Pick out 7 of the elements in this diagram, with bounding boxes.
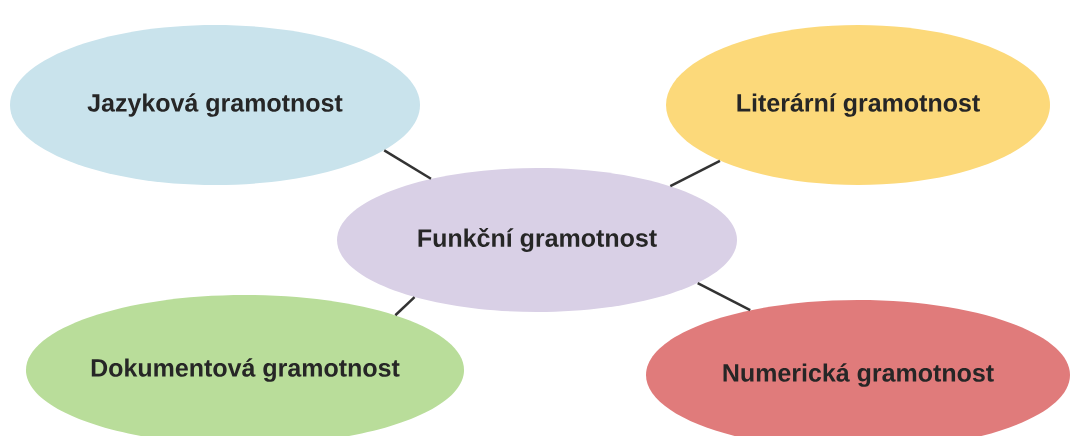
ellipse-node: Funkční gramotnost xyxy=(337,168,737,312)
ellipse-node: Literární gramotnost xyxy=(666,25,1050,185)
connector-line xyxy=(669,159,721,188)
connector-line xyxy=(383,149,432,180)
connector-line xyxy=(697,281,751,312)
connector-line xyxy=(394,296,416,317)
ellipse-node: Jazyková gramotnost xyxy=(10,25,420,185)
